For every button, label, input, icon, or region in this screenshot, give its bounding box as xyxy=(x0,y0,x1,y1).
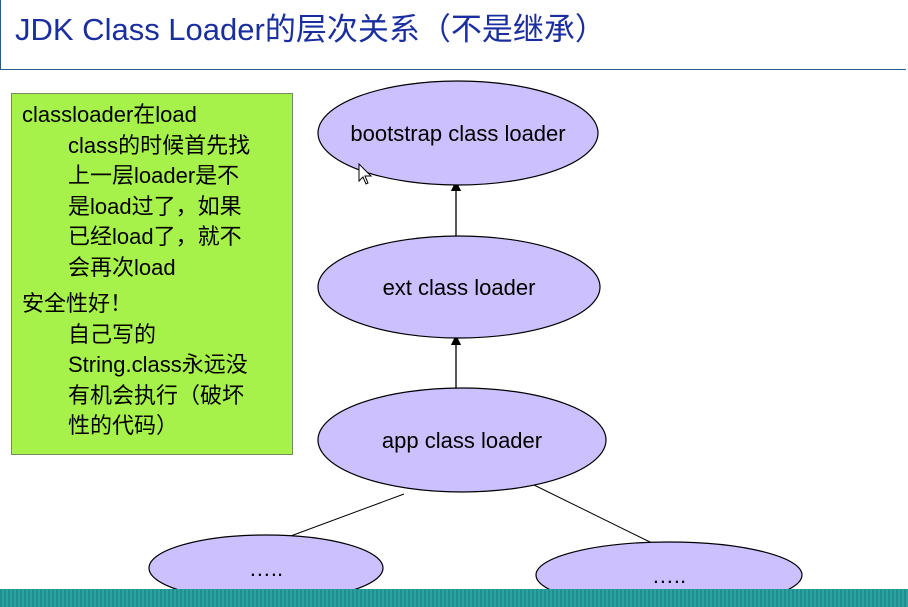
note-line: 性的代码） xyxy=(68,413,179,438)
node-ext: ext class loader xyxy=(317,235,601,339)
slide-title: JDK Class Loader的层次关系（不是继承） xyxy=(15,12,606,47)
note-line: 是load过了，如果 xyxy=(68,193,242,219)
node-child-left: ….. xyxy=(148,534,384,602)
note-line: 会再次load xyxy=(68,254,176,280)
node-label-child-right: ….. xyxy=(652,563,686,588)
mouse-cursor-icon xyxy=(358,162,374,192)
node-label-ext: ext class loader xyxy=(383,275,536,300)
node-label-bootstrap: bootstrap class loader xyxy=(350,121,565,146)
note-line: 上一层loader是不 xyxy=(68,163,240,188)
note-line: String.class永远没 xyxy=(68,352,248,377)
line-app-to-child-right xyxy=(533,484,653,544)
note-line: 有机会执行（破坏 xyxy=(68,382,245,408)
note-box: classloader在load class的时候首先找 上一层loader是不… xyxy=(11,93,293,455)
node-app: app class loader xyxy=(317,387,607,493)
note-line: 自己写的 xyxy=(68,321,157,347)
note-line: class的时候首先找 xyxy=(68,132,251,158)
node-bootstrap: bootstrap class loader xyxy=(317,80,599,186)
line-app-to-child-left xyxy=(287,493,405,538)
title-bar: JDK Class Loader的层次关系（不是继承） xyxy=(0,0,906,70)
node-label-app: app class loader xyxy=(382,428,542,453)
node-label-child-left: ….. xyxy=(249,556,283,581)
footer-bar xyxy=(0,589,908,607)
note-line: 已经load了，就不 xyxy=(68,224,242,249)
note-line: 安全性好！ xyxy=(22,291,133,316)
note-line: classloader在load xyxy=(22,102,197,127)
